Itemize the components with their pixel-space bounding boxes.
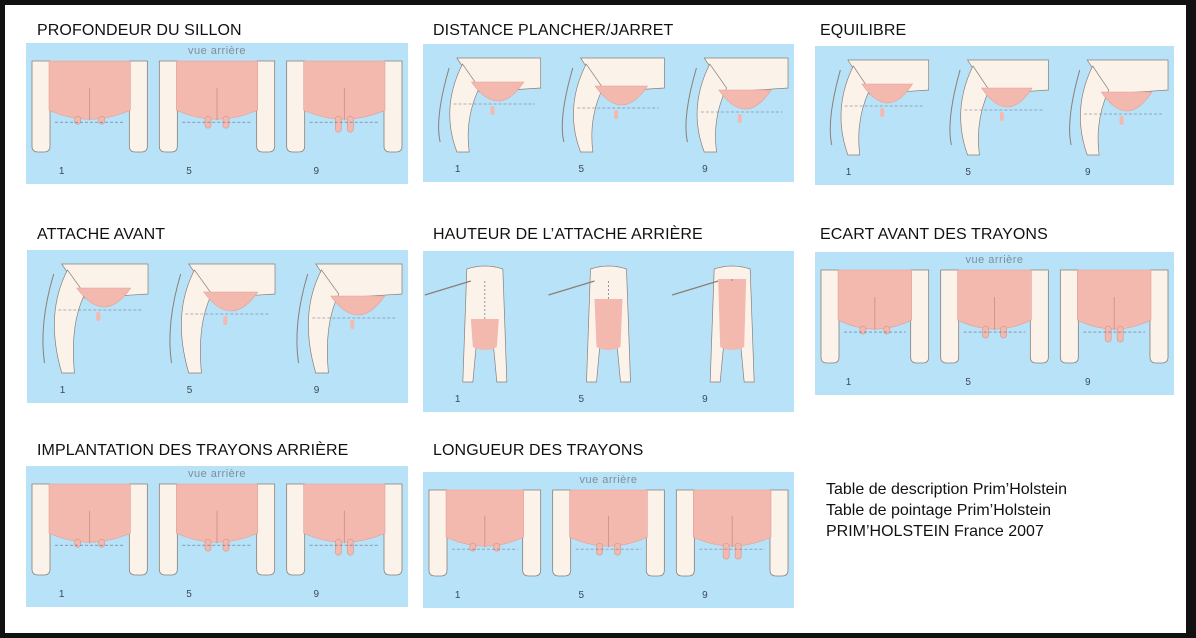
panel-implantation-trayons-arriere: vue arrière 1 5 9: [26, 466, 408, 607]
score-label-3: 9: [702, 164, 708, 175]
score-label-2: 5: [579, 164, 585, 175]
score-label-2: 5: [186, 589, 192, 600]
panel-title-hauteur-attache-arriere: HAUTEUR DE L’ATTACHE ARRIÈRE: [433, 226, 703, 244]
score-label-1: 1: [59, 589, 65, 600]
cow-figure-3: [676, 490, 788, 576]
panel-title-equilibre: EQUILIBRE: [820, 22, 906, 40]
score-label-1: 1: [59, 166, 65, 177]
score-label-1: 1: [455, 164, 461, 175]
cow-figure-2: [941, 270, 1049, 363]
score-label-1: 1: [846, 377, 852, 388]
score-label-2: 5: [579, 394, 585, 405]
cow-figure-2: [562, 58, 664, 152]
panel-title-longueur-des-trayons: LONGUEUR DES TRAYONS: [433, 442, 643, 460]
score-label-2: 5: [187, 385, 193, 396]
panel-title-profondeur-du-sillon: PROFONDEUR DU SILLON: [37, 22, 242, 40]
panel-title-implantation-trayons-arriere: IMPLANTATION DES TRAYONS ARRIÈRE: [37, 442, 348, 460]
score-label-2: 5: [965, 167, 971, 178]
illustration: [26, 43, 408, 184]
caption-line-2: Table de pointage Prim’Holstein: [826, 500, 1067, 521]
score-label-2: 5: [186, 166, 192, 177]
panel-subtitle: vue arrière: [26, 45, 408, 57]
cow-figure-2: [170, 264, 275, 373]
illustration: [423, 44, 794, 182]
cow-figure-2: [159, 61, 274, 152]
illustration: [815, 252, 1174, 395]
panel-subtitle: vue arrière: [815, 254, 1174, 266]
score-label-3: 9: [702, 394, 708, 405]
score-label-3: 9: [314, 589, 320, 600]
cow-figure-3: [686, 58, 788, 152]
illustration: [27, 250, 408, 403]
score-label-3: 9: [1085, 377, 1091, 388]
score-label-3: 9: [314, 166, 320, 177]
score-label-2: 5: [579, 590, 585, 601]
cow-figure-1: [43, 264, 148, 373]
panel-longueur-des-trayons: vue arrière 1 5 9: [423, 472, 794, 608]
cow-figure-1: [821, 270, 929, 363]
panel-title-distance-plancher-jarret: DISTANCE PLANCHER/JARRET: [433, 22, 673, 40]
cow-figure-3: [297, 264, 402, 373]
score-label-3: 9: [1085, 167, 1091, 178]
panel-subtitle: vue arrière: [26, 468, 408, 480]
cow-figure-3: [287, 484, 402, 575]
panel-subtitle: vue arrière: [423, 474, 794, 486]
score-label-1: 1: [455, 590, 461, 601]
cow-figure-3: [1070, 60, 1168, 155]
panel-equilibre: 1 5 9: [815, 46, 1174, 185]
panel-hauteur-attache-arriere: 1 5 9: [423, 251, 794, 412]
panel-title-ecart-avant-des-trayons: ECART AVANT DES TRAYONS: [820, 226, 1048, 244]
caption-line-1: Table de description Prim’Holstein: [826, 479, 1067, 500]
score-label-1: 1: [455, 394, 461, 405]
panel-profondeur-du-sillon: vue arrière 1 5 9: [26, 43, 408, 184]
caption-line-3: PRIM’HOLSTEIN France 2007: [826, 521, 1067, 542]
cow-figure-1: [425, 266, 507, 382]
panel-ecart-avant-des-trayons: vue arrière 1 5 9: [815, 252, 1174, 395]
cow-figure-1: [32, 61, 147, 152]
cow-figure-1: [439, 58, 541, 152]
cow-figure-1: [830, 60, 928, 155]
illustration: [423, 251, 794, 412]
score-label-1: 1: [846, 167, 852, 178]
panel-title-attache-avant: ATTACHE AVANT: [37, 226, 165, 244]
panel-distance-plancher-jarret: 1 5 9: [423, 44, 794, 182]
cow-figure-3: [672, 266, 754, 382]
illustration: [815, 46, 1174, 185]
cow-figure-1: [32, 484, 147, 575]
illustration: [423, 472, 794, 608]
cow-figure-1: [429, 490, 541, 576]
score-label-3: 9: [702, 590, 708, 601]
cow-figure-3: [1060, 270, 1168, 363]
panel-attache-avant: 1 5 9: [27, 250, 408, 403]
cow-figure-3: [287, 61, 402, 152]
score-label-1: 1: [60, 385, 66, 396]
cow-figure-2: [159, 484, 274, 575]
score-label-2: 5: [965, 377, 971, 388]
score-label-3: 9: [314, 385, 320, 396]
cow-figure-2: [549, 266, 631, 382]
source-caption: Table de description Prim’Holstein Table…: [826, 479, 1067, 542]
illustration: [26, 466, 408, 607]
cow-figure-2: [950, 60, 1048, 155]
cow-figure-2: [553, 490, 665, 576]
